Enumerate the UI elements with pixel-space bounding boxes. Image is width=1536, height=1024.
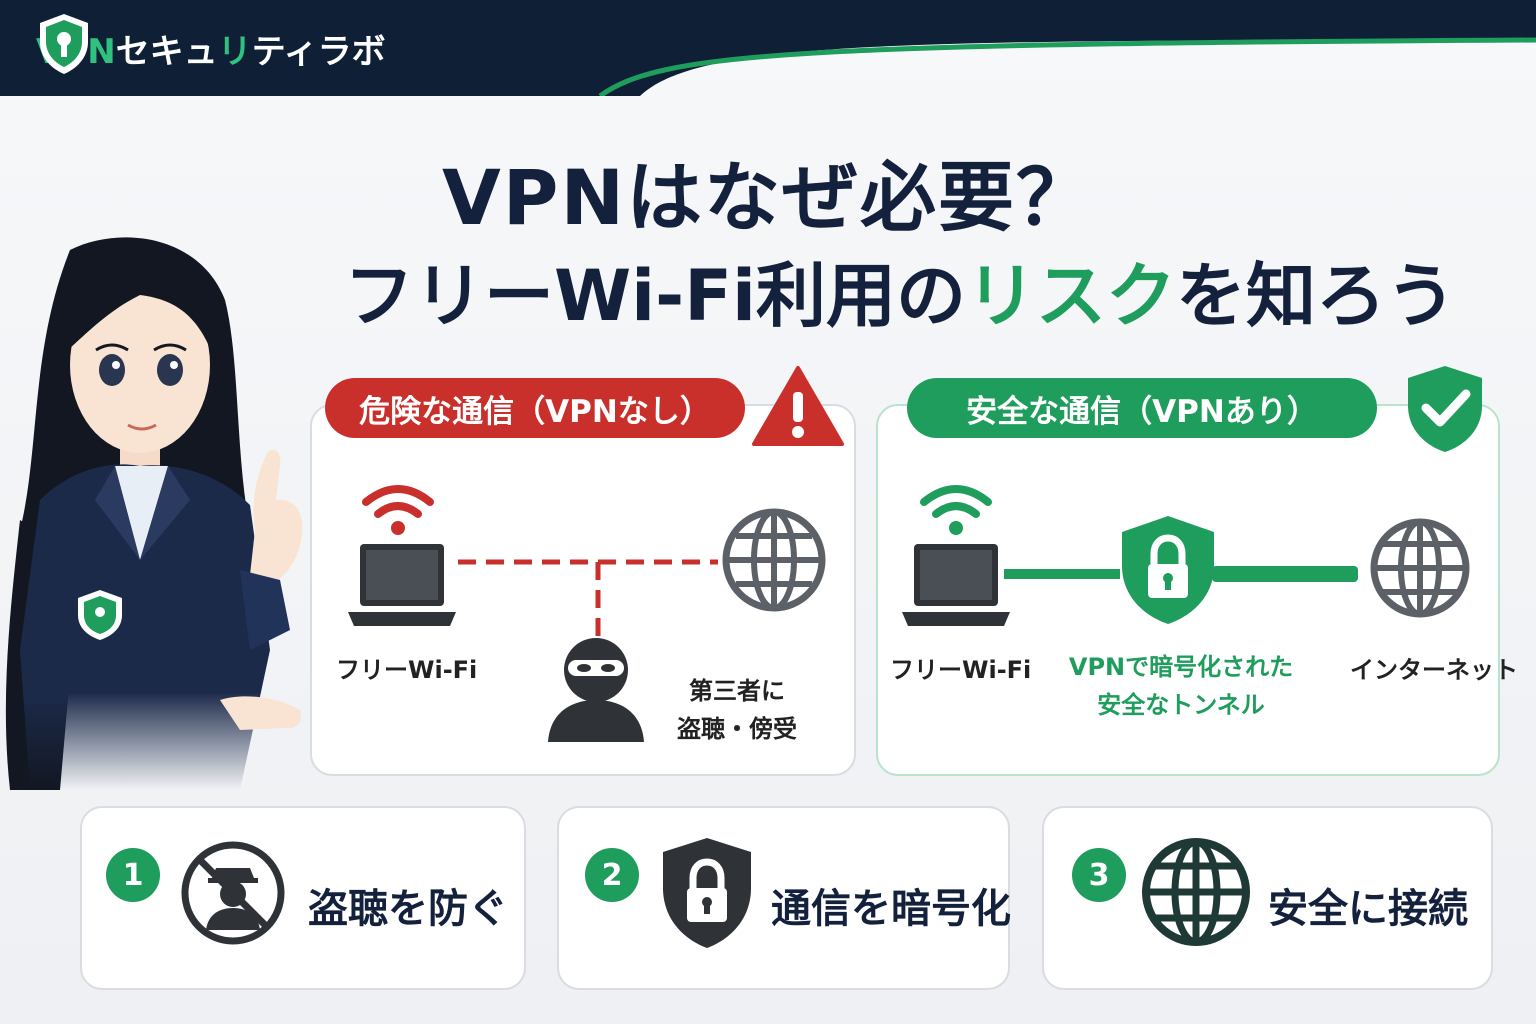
danger-wifi-label: フリーWi-Fi [336, 656, 478, 684]
hacker-icon [548, 638, 644, 742]
shield-check-icon [1408, 366, 1482, 452]
safe-wifi-label: フリーWi-Fi [890, 656, 1032, 684]
wifi-icon-secure [920, 485, 992, 535]
internet-label: インターネット [1350, 656, 1518, 684]
feature-card-2[interactable]: 2 通信を暗号化 [557, 806, 1011, 990]
page-title: VPNはなぜ必要？ [441, 153, 1095, 242]
feature-number-2: 2 [585, 848, 639, 902]
vpn-tunnel-line [1004, 566, 1358, 582]
feature-text-3: 安全に接続 [1268, 886, 1468, 932]
feature-text-1: 盗聴を防ぐ [308, 886, 508, 932]
tunnel-label: VPNで暗号化された 安全なトンネル [1068, 653, 1294, 719]
feature-card-1[interactable]: 1 盗聴を防ぐ [80, 806, 526, 990]
brand-logo[interactable]: VPNセキュリティラボ [36, 12, 386, 84]
shield-lock-icon-feature [663, 838, 751, 948]
feature-text-2: 通信を暗号化 [771, 886, 1011, 932]
feature-number-1: 1 [106, 848, 160, 902]
guide-character-illustration [5, 237, 303, 790]
shield-lock-icon [1122, 516, 1214, 624]
internet-globe-icon [1370, 518, 1470, 618]
laptop-icon [348, 544, 456, 626]
danger-label: 危険な通信（VPNなし） [325, 378, 745, 438]
feature-card-3[interactable]: 3 安全に接続 [1042, 806, 1493, 990]
safe-label: 安全な通信（VPNあり） [907, 378, 1377, 438]
brand-name: VPNセキュリティラボ [36, 31, 386, 72]
no-spy-icon [181, 841, 285, 945]
page-subtitle: フリーWi-Fi利用のリスクを知ろう [343, 255, 1457, 337]
header-bar: VPNセキュリティラボ [0, 0, 1536, 96]
wifi-icon [362, 485, 434, 535]
feature-number-3: 3 [1072, 848, 1126, 902]
insecure-connection-line [458, 559, 718, 646]
threat-label: 第三者に 盗聴・傍受 [677, 677, 797, 743]
shield-keyhole-icon [40, 14, 88, 74]
globe-icon-feature [1142, 838, 1250, 946]
laptop-icon-secure [902, 544, 1010, 626]
warning-icon [752, 366, 844, 446]
globe-icon [722, 508, 826, 612]
